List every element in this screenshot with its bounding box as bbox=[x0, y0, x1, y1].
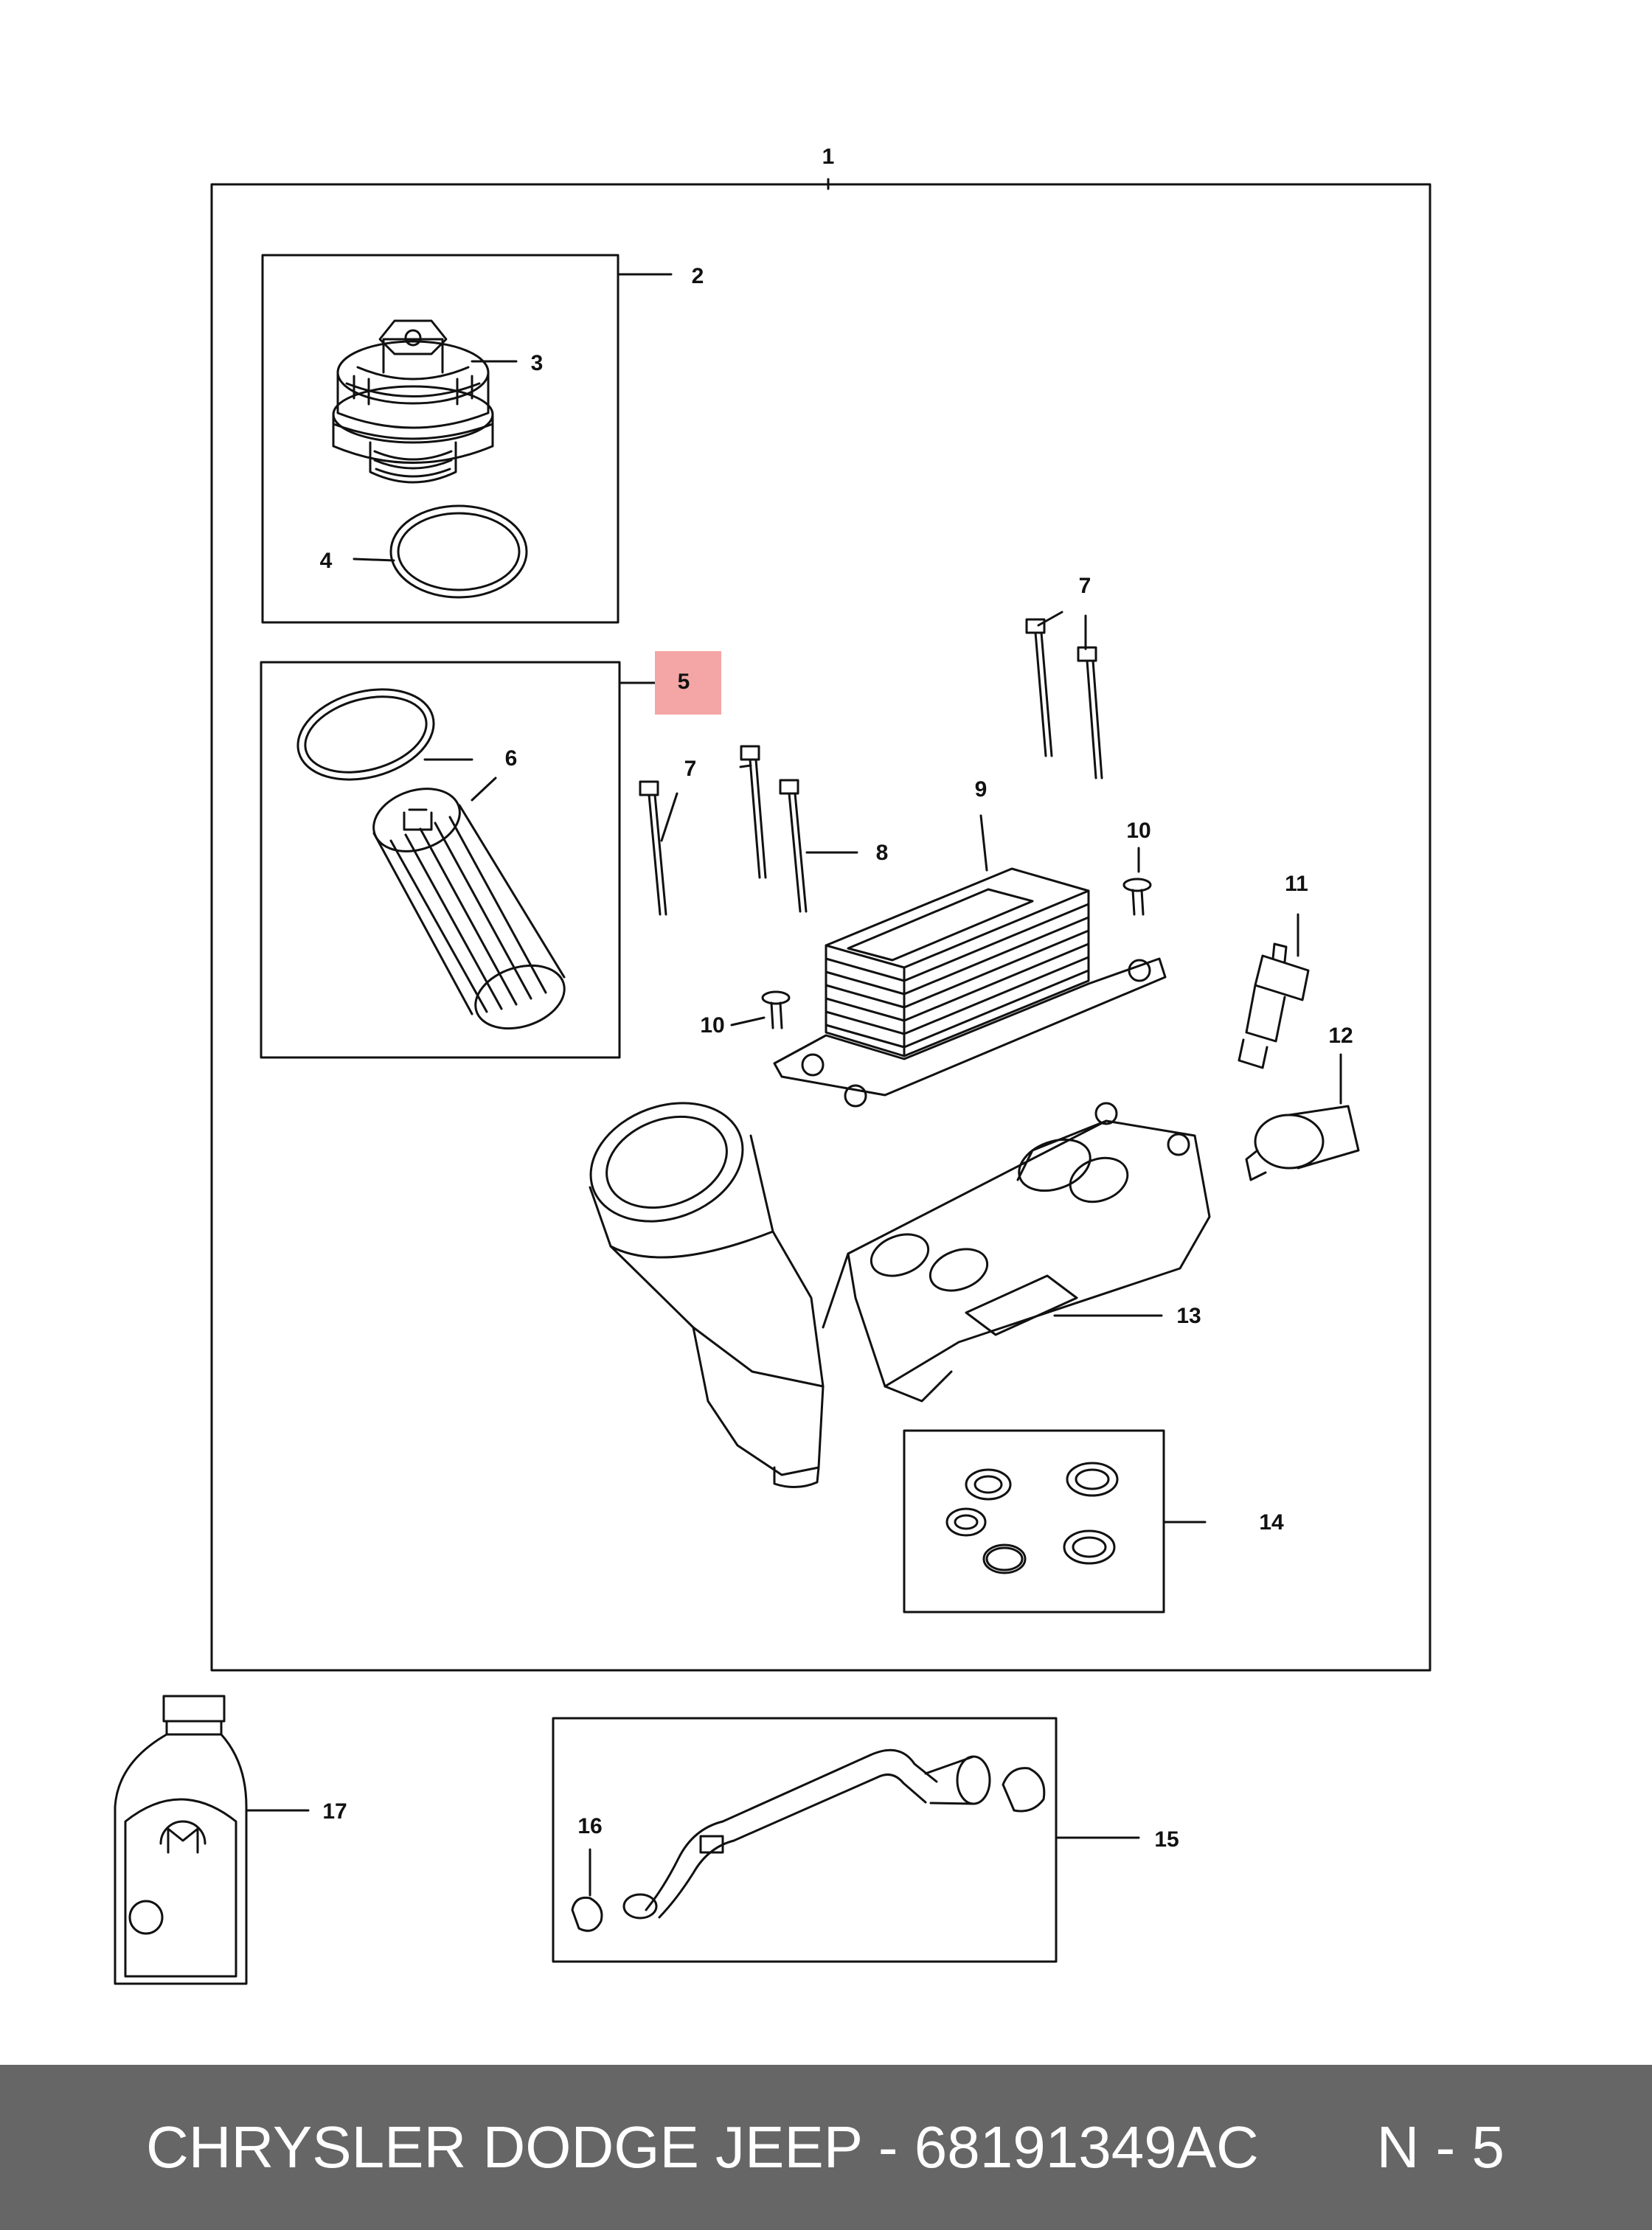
small-bolts-drawing bbox=[761, 878, 1152, 1029]
seal-kit-box bbox=[903, 1429, 1165, 1614]
footer-part-number: CHRYSLER DODGE JEEP - 68191349AC bbox=[146, 2114, 1259, 2180]
hose-drawing bbox=[571, 1748, 1046, 1932]
parts-diagram: 1 2 3 4 5 6 7 7 8 9 10 10 11 12 13 14 15… bbox=[114, 145, 1431, 1985]
oil-bottle-drawing bbox=[114, 1695, 248, 1985]
hose-box bbox=[552, 1717, 1058, 1963]
filter-housing-drawing bbox=[589, 1102, 1211, 1488]
callout-16: 16 bbox=[577, 1814, 602, 1838]
callout-8: 8 bbox=[876, 841, 889, 865]
callout-4: 4 bbox=[320, 549, 333, 573]
callout-7b: 7 bbox=[1079, 574, 1092, 598]
filter-element-drawing bbox=[372, 788, 566, 1030]
callout-9: 9 bbox=[975, 777, 988, 802]
oil-cooler-drawing bbox=[773, 867, 1167, 1108]
filter-kit-box bbox=[260, 661, 621, 1059]
assembly-frame bbox=[210, 183, 1431, 1672]
sensor-11-drawing bbox=[1238, 942, 1310, 1069]
footer-bar: CHRYSLER DODGE JEEP - 68191349AC N - 5 bbox=[0, 2065, 1652, 2230]
footer-callout-ref: N - 5 bbox=[1376, 2114, 1504, 2180]
callout-5-highlight bbox=[655, 651, 721, 715]
cap-kit-box bbox=[261, 254, 620, 624]
callout-12: 12 bbox=[1328, 1024, 1353, 1048]
cap-o-ring-drawing bbox=[389, 504, 528, 599]
bolts-drawing bbox=[639, 618, 1103, 916]
sensor-12-drawing bbox=[1245, 1105, 1360, 1181]
callout-13: 13 bbox=[1176, 1304, 1201, 1328]
seals-drawing bbox=[945, 1462, 1119, 1574]
filter-cap-drawing bbox=[332, 319, 494, 484]
filter-o-ring-drawing bbox=[296, 688, 435, 781]
callout-6: 6 bbox=[505, 746, 518, 771]
callout-1: 1 bbox=[822, 145, 835, 169]
callout-3: 3 bbox=[531, 351, 544, 375]
callout-11: 11 bbox=[1285, 872, 1308, 896]
callout-5: 5 bbox=[678, 670, 690, 694]
callout-15: 15 bbox=[1154, 1827, 1179, 1852]
callout-2: 2 bbox=[692, 264, 704, 288]
callout-7a: 7 bbox=[684, 757, 697, 781]
callout-10a: 10 bbox=[700, 1013, 724, 1038]
callout-14: 14 bbox=[1259, 1510, 1284, 1535]
callout-10b: 10 bbox=[1126, 819, 1150, 843]
callout-17: 17 bbox=[322, 1799, 347, 1824]
